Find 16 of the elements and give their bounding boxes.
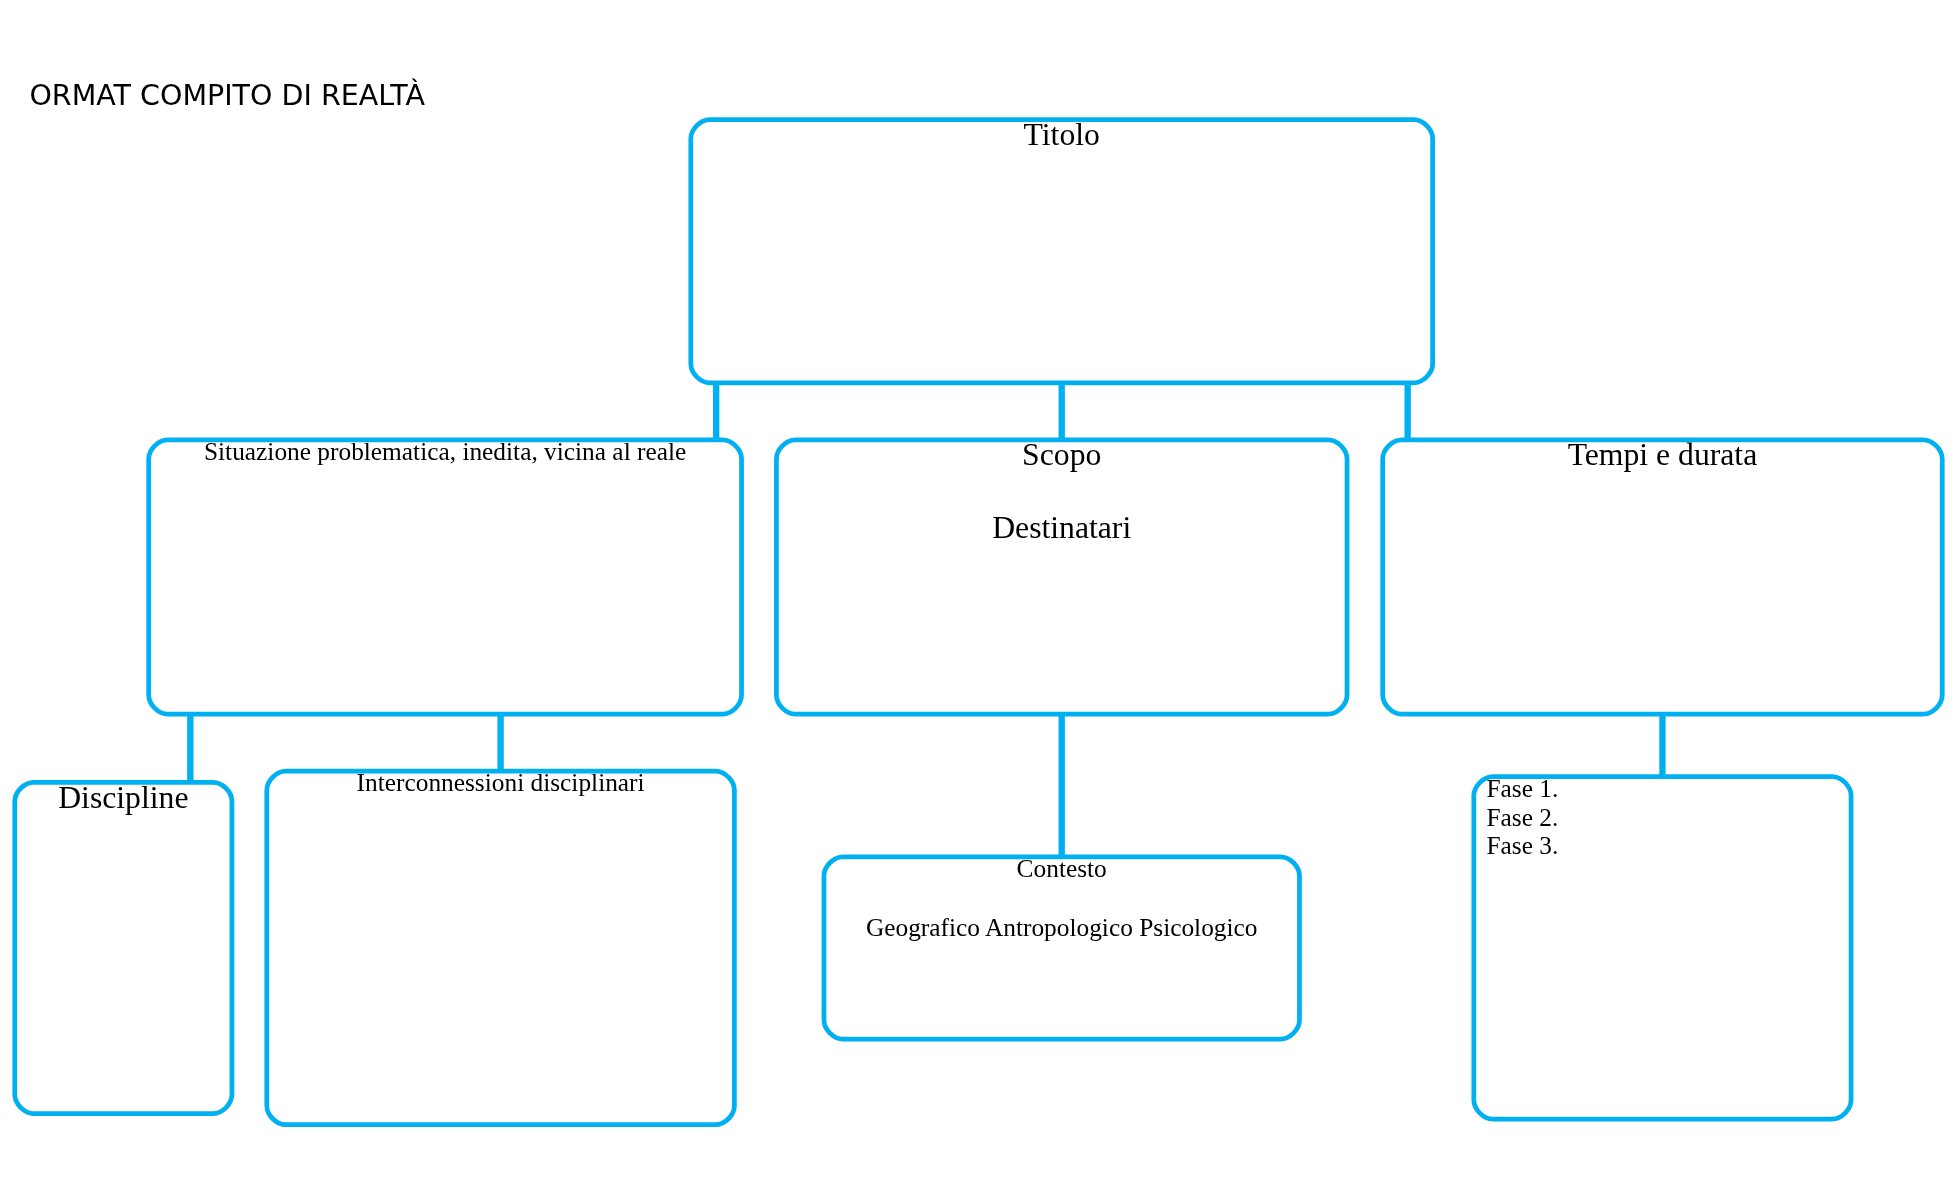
connector xyxy=(1659,714,1666,777)
connector xyxy=(713,383,720,440)
node-box: Fase 1. Fase 2. Fase 3. xyxy=(1471,774,1854,1122)
connector xyxy=(1058,714,1065,857)
connector xyxy=(1404,383,1411,440)
node-box: Contesto Geografico Antropologico Psicologico xyxy=(821,854,1302,1042)
node-box: Situazione problematica, inedita, vicina al reale xyxy=(146,437,744,717)
node-box: Interconnessioni disciplinari xyxy=(264,768,737,1128)
node-box: Titolo xyxy=(688,117,1435,386)
connector xyxy=(1058,383,1065,440)
node-box: Scopo Destinatari xyxy=(774,437,1350,717)
connector xyxy=(187,714,194,782)
node-box: Discipline xyxy=(12,779,235,1116)
diagram-title: ORMAT COMPITO DI REALTÀ xyxy=(29,78,425,112)
connector xyxy=(497,714,504,771)
node-box: Tempi e durata xyxy=(1380,437,1945,717)
